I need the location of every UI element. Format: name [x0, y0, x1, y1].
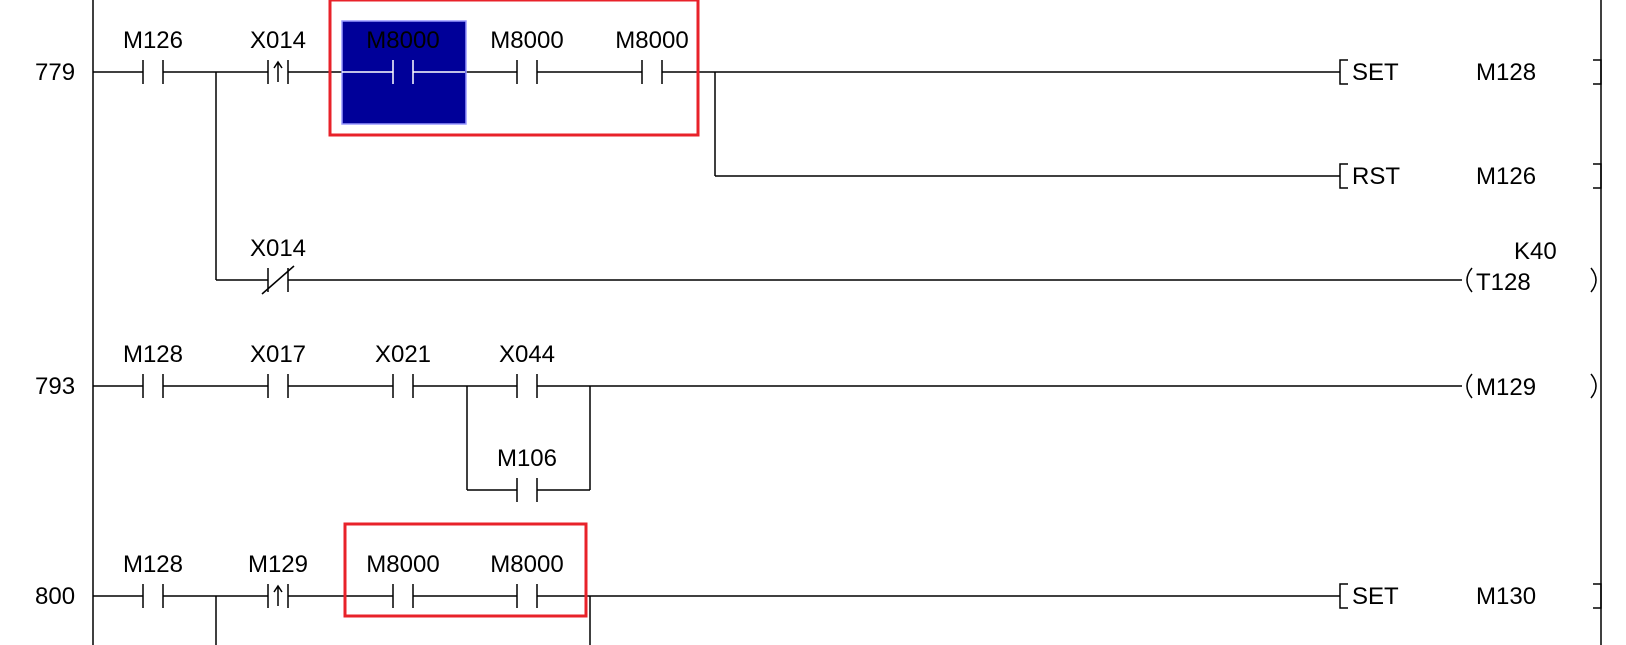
instruction-rst-m126[interactable]: RST M126: [1339, 163, 1602, 190]
instruction-op: SET: [1352, 59, 1399, 86]
contact-label: M128: [123, 341, 183, 368]
step-number: 793: [35, 373, 75, 400]
contact-label: X044: [499, 341, 555, 368]
contact-label: M8000: [615, 27, 688, 54]
instruction-operand: M128: [1476, 59, 1536, 86]
instruction-op: RST: [1352, 163, 1400, 190]
coil-m129[interactable]: M129: [1466, 373, 1597, 401]
contact-m128[interactable]: M128: [123, 341, 183, 398]
instruction-op: SET: [1352, 583, 1399, 610]
contact-x021[interactable]: X021: [375, 341, 431, 398]
step-number: 800: [35, 583, 75, 610]
coil-label: M129: [1476, 374, 1536, 401]
contact-label: X014: [250, 27, 306, 54]
contact-m8000[interactable]: M8000: [615, 27, 689, 84]
coil-t128[interactable]: K40 T128: [1466, 238, 1597, 296]
instruction-operand: M130: [1476, 583, 1536, 610]
contact-m8000[interactable]: M8000: [490, 551, 564, 608]
coil-setting: K40: [1514, 238, 1557, 265]
contact-label: X017: [250, 341, 306, 368]
contact-label: M126: [123, 27, 183, 54]
contact-m129-rising[interactable]: M129: [248, 551, 308, 608]
highlight-box-rung-779: [328, 0, 700, 137]
contact-m126[interactable]: M126: [123, 27, 183, 84]
contact-label: M106: [497, 445, 557, 472]
step-number: 779: [35, 59, 75, 86]
contact-m128[interactable]: M128: [123, 551, 183, 608]
contact-x014-rising[interactable]: X014: [250, 27, 306, 84]
contact-label: M8000: [366, 27, 439, 54]
contact-m8000[interactable]: M8000: [366, 551, 440, 608]
instruction-set-m130[interactable]: SET M130: [1339, 583, 1602, 610]
contact-label: M8000: [490, 27, 563, 54]
coil-label: T128: [1476, 269, 1531, 296]
contact-m106[interactable]: M106: [497, 445, 557, 502]
contact-m8000[interactable]: M8000: [490, 27, 564, 84]
contact-m8000[interactable]: M8000: [342, 27, 465, 84]
contact-label: M8000: [490, 551, 563, 578]
contact-label: M129: [248, 551, 308, 578]
contact-x017[interactable]: X017: [250, 341, 306, 398]
contact-label: M8000: [366, 551, 439, 578]
contact-x044[interactable]: X044: [499, 341, 555, 398]
highlight-box-rung-800: [343, 522, 588, 618]
contact-label: X014: [250, 235, 306, 262]
instruction-set-m128[interactable]: SET M128: [1339, 59, 1602, 86]
contact-label: M128: [123, 551, 183, 578]
contact-label: X021: [375, 341, 431, 368]
contact-x014-nc[interactable]: X014: [250, 235, 306, 295]
instruction-operand: M126: [1476, 163, 1536, 190]
